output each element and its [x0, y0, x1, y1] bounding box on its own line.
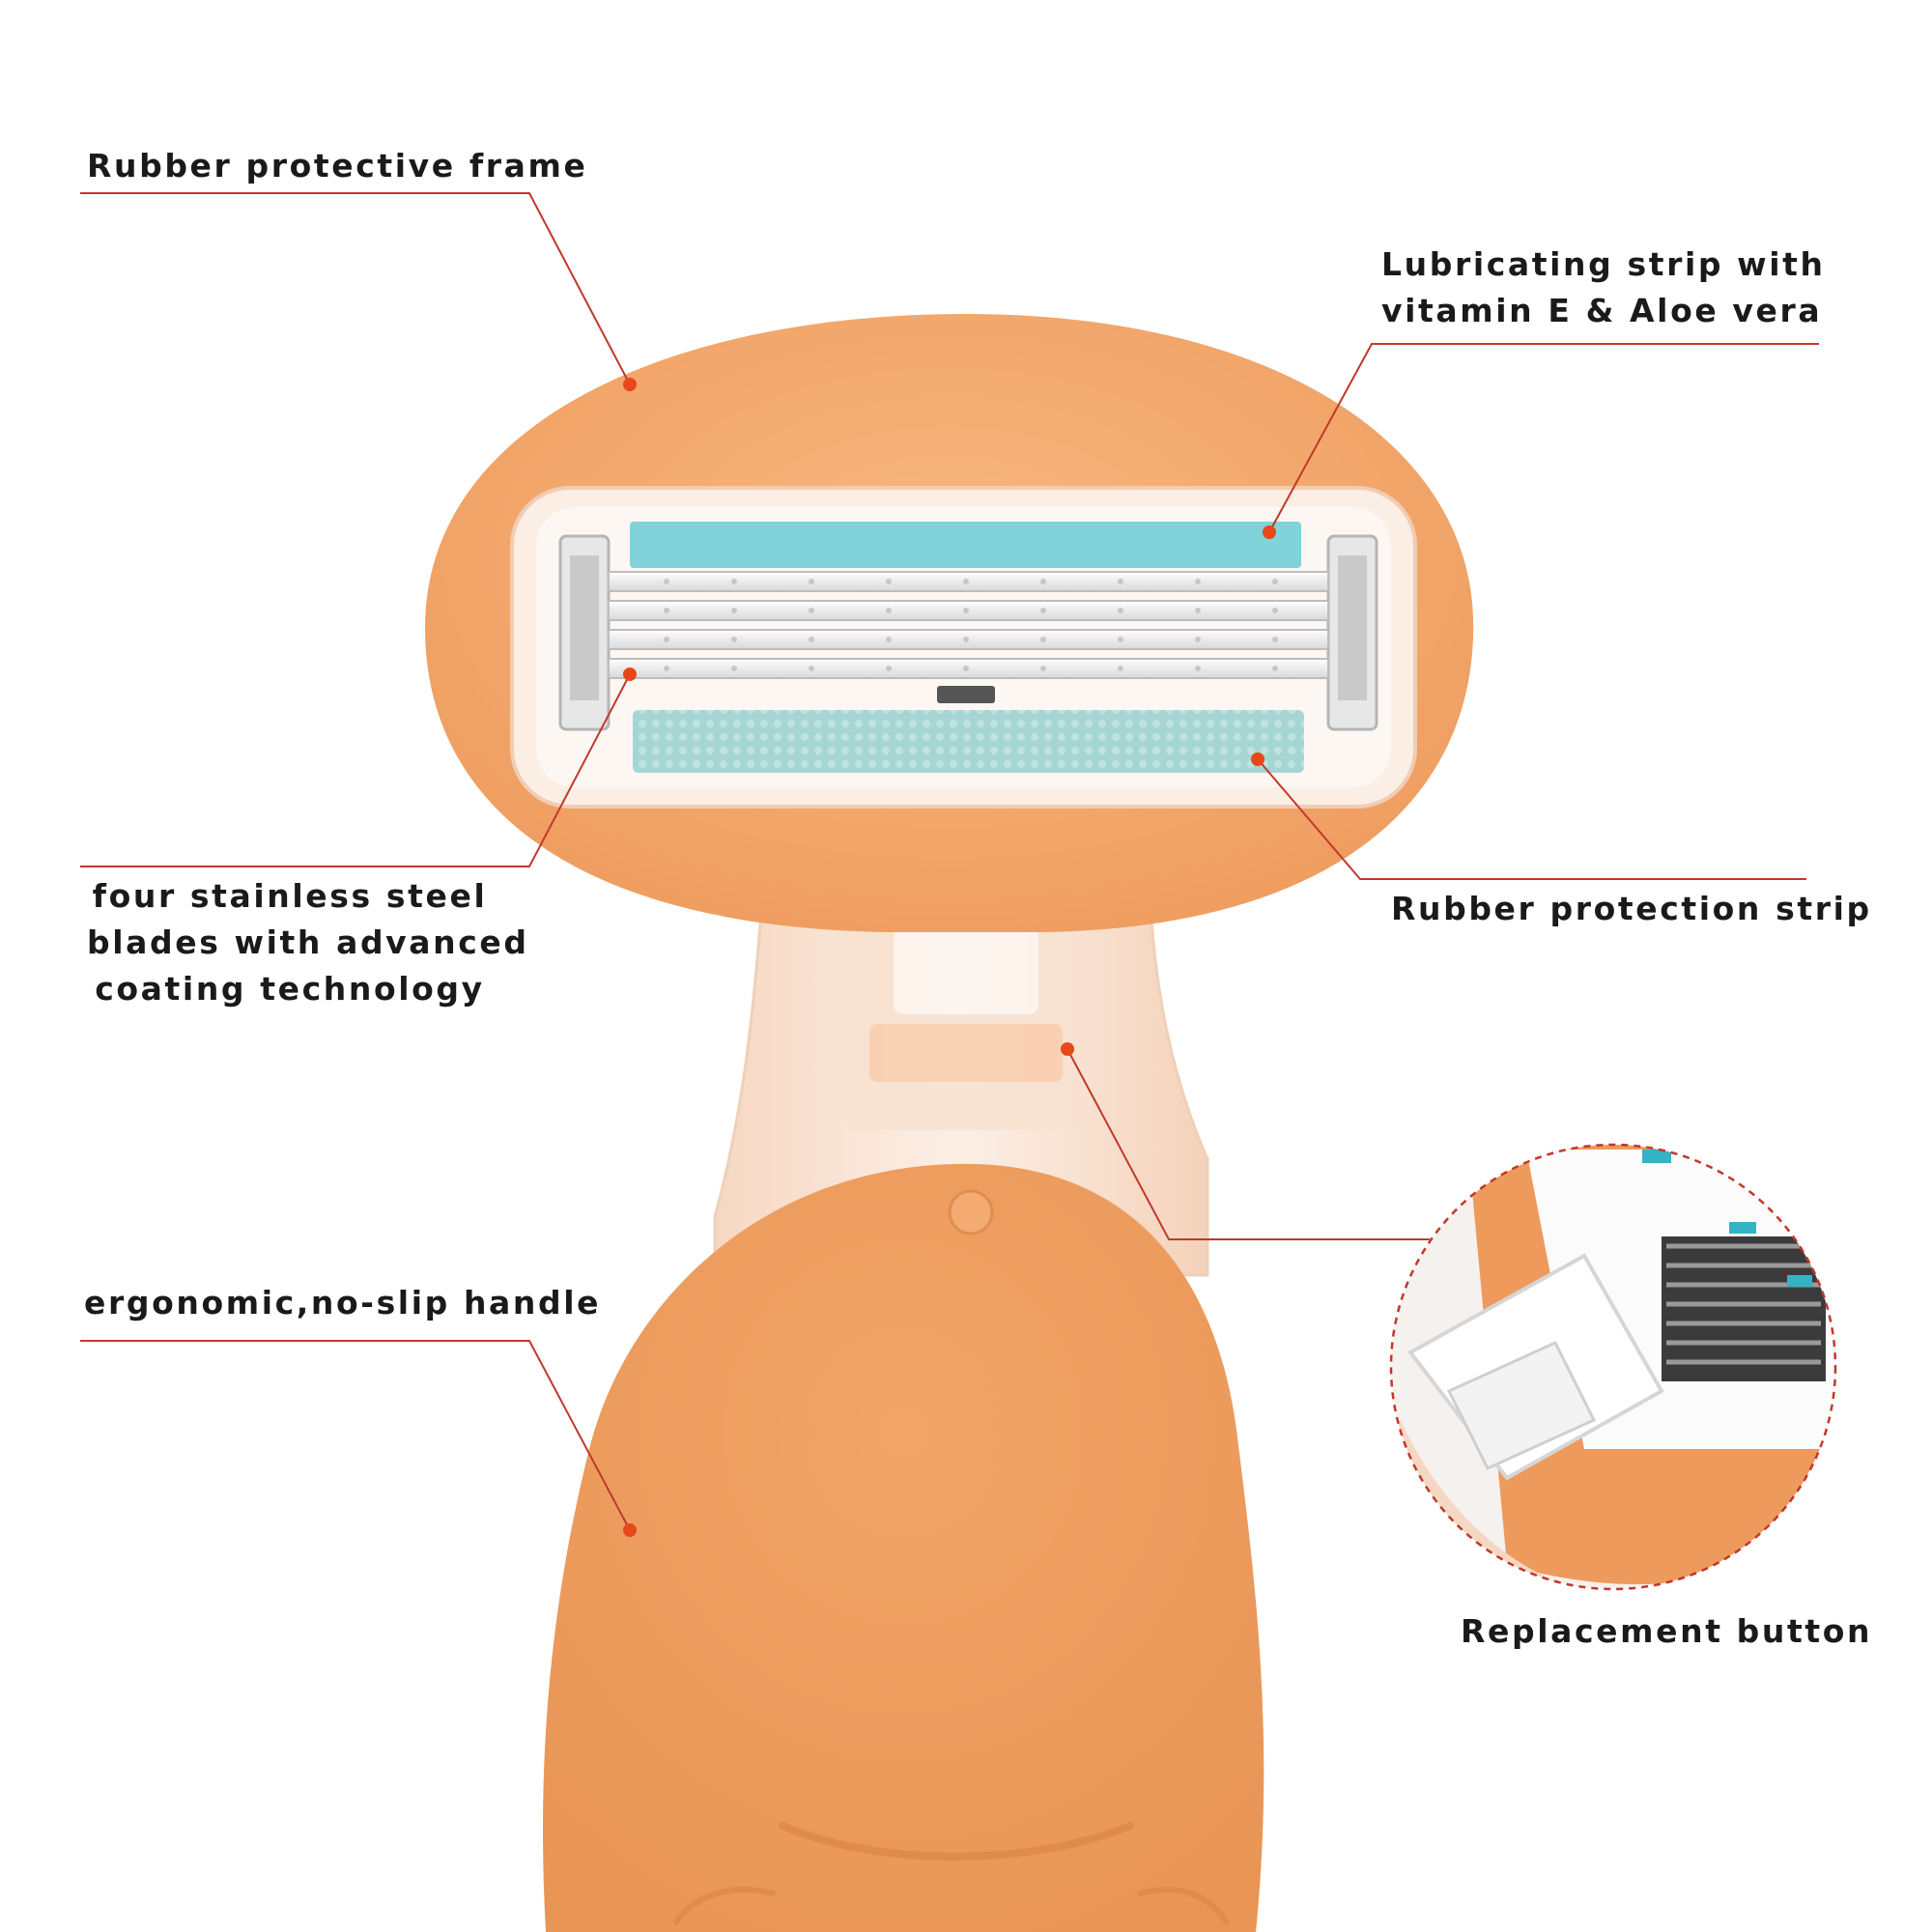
label-replacement-button: Replacement button — [1461, 1612, 1873, 1650]
leader-line-button — [1066, 1048, 1430, 1240]
leader-line-frame — [80, 192, 631, 385]
label-blades-line-3: coating technology — [95, 970, 485, 1008]
label-rubber-protective-frame: Rubber protective frame — [87, 147, 588, 185]
lubricating-strip — [630, 522, 1301, 568]
label-four-blades: four stainless steel blades with advance… — [87, 873, 529, 1012]
razor-handle — [543, 1163, 1264, 1932]
callout-dot-button — [1061, 1042, 1074, 1056]
leader-line-lubricating — [1268, 343, 1819, 533]
callout-dot-frame — [623, 378, 637, 391]
label-blades-line-2: blades with advanced — [87, 923, 529, 961]
leader-line-handle — [80, 1340, 631, 1531]
label-rubber-protection-strip: Rubber protection strip — [1391, 890, 1872, 927]
label-blades-line-1: four stainless steel — [92, 877, 488, 915]
callout-dot-protection-strip — [1251, 753, 1264, 766]
leader-lines — [80, 192, 1819, 1531]
callout-dot-handle — [623, 1523, 637, 1537]
callout-dot-blades — [623, 668, 637, 681]
label-lubricating-line-2: vitamin E & Aloe vera — [1381, 292, 1823, 329]
rubber-protection-strip — [633, 710, 1304, 773]
razor-neck — [713, 887, 1209, 1277]
label-ergonomic-handle: ergonomic,no-slip handle — [84, 1284, 602, 1321]
label-lubricating-strip: Lubricating strip with vitamin E & Aloe … — [1381, 242, 1826, 334]
callout-dot-lubricating — [1263, 526, 1276, 539]
callout-dots — [623, 378, 1276, 1537]
replacement-button-detail — [1391, 1145, 1835, 1589]
blade-clips — [558, 534, 1378, 731]
label-lubricating-line-1: Lubricating strip with — [1381, 245, 1826, 283]
leader-line-blades — [80, 673, 631, 867]
blade-stack — [608, 571, 1329, 703]
leader-line-protection-strip — [1257, 758, 1806, 880]
